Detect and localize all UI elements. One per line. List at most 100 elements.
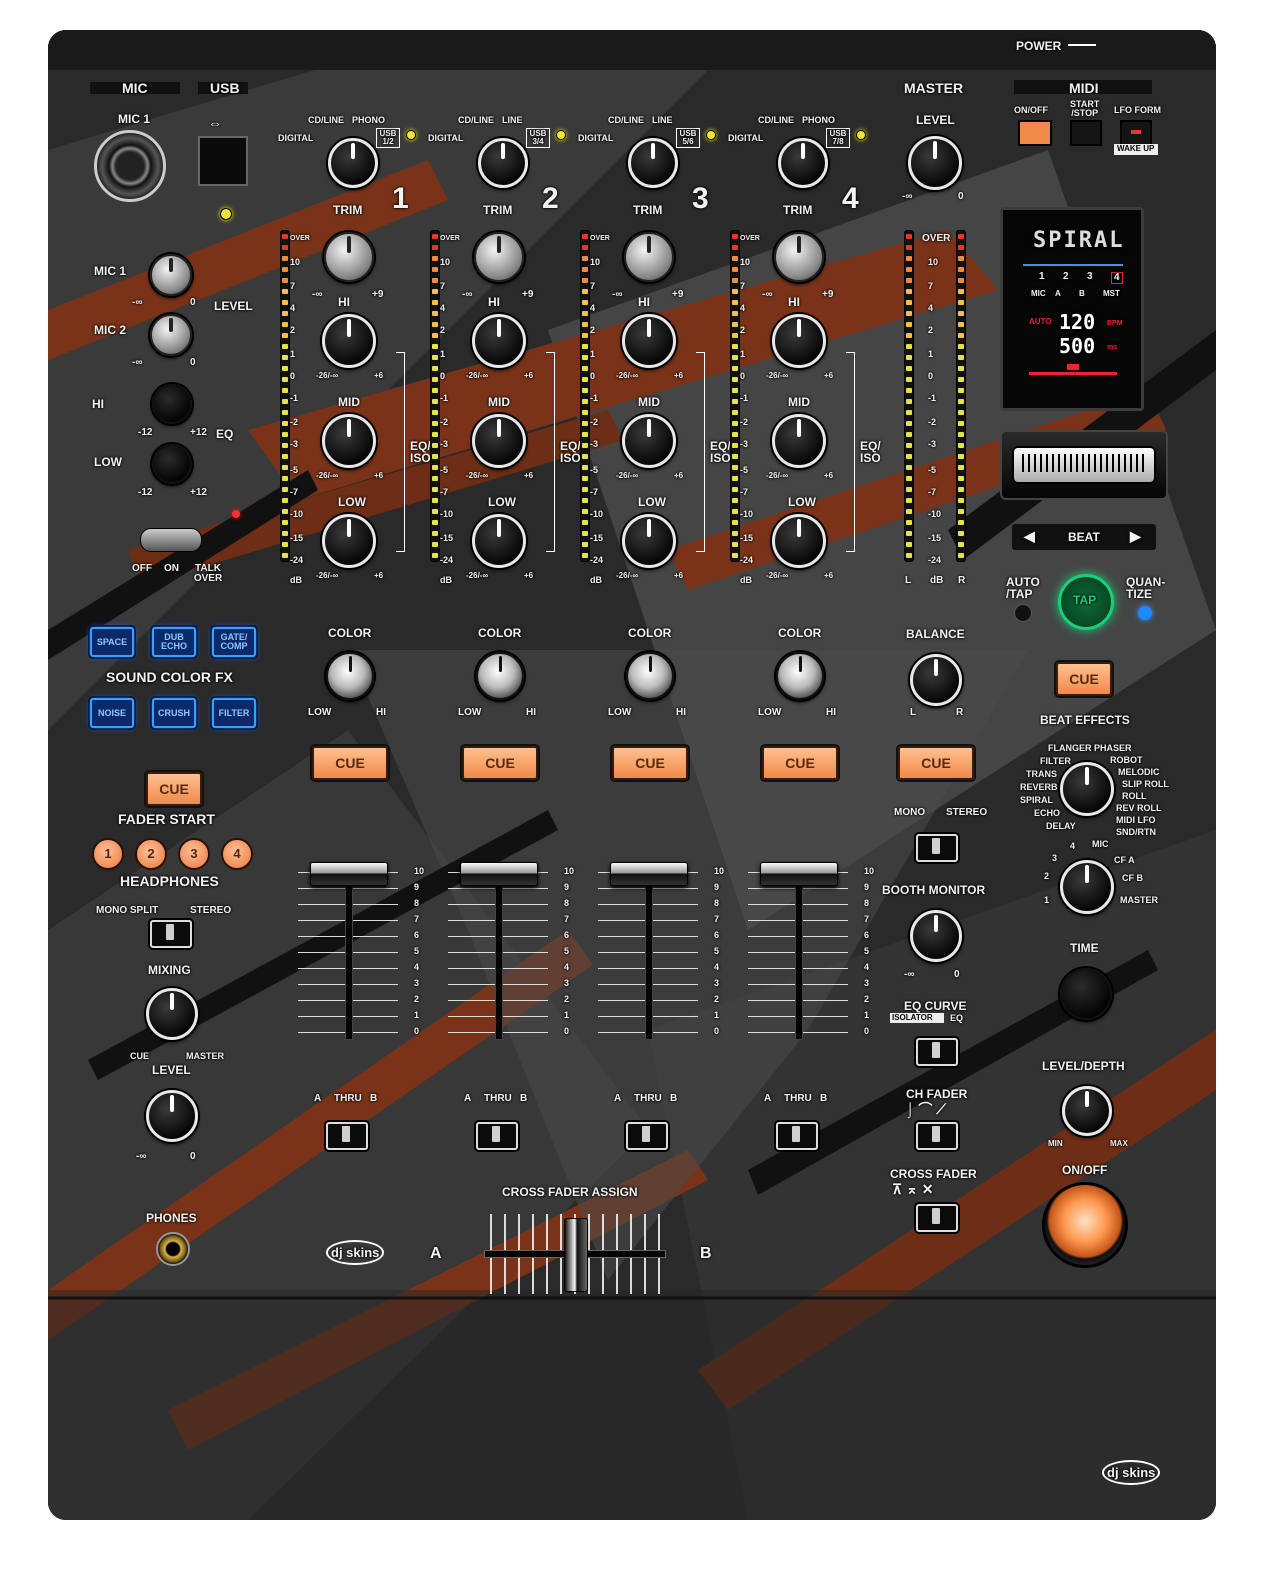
trim-knob[interactable] [474,232,524,282]
eq-hi-knob[interactable] [622,314,676,368]
input-selector-knob[interactable] [478,138,528,188]
eq-mid-knob[interactable] [472,414,526,468]
mic-low-knob[interactable] [152,444,192,484]
fader-start-button[interactable]: 2 [135,838,167,870]
mic1-level-knob[interactable] [150,254,192,296]
mic-hi-knob[interactable] [152,384,192,424]
master-level-knob[interactable] [908,136,962,190]
sound-color-fx-button[interactable]: DUB ECHO [152,627,196,657]
tap-button[interactable]: TAP [1058,574,1114,630]
beat-left-button[interactable]: ◀ [1024,528,1035,544]
sound-color-fx-button[interactable]: SPACE [90,627,134,657]
lfo-form-button[interactable] [1120,120,1152,146]
color-fx-knob[interactable] [776,652,824,700]
fader-start-button[interactable]: 3 [178,838,210,870]
fx-channel-option[interactable]: CF B [1122,873,1143,883]
beat-effect-option[interactable]: SPIRAL [1020,795,1054,805]
eq-mid-knob[interactable] [772,414,826,468]
eq-curve-switch[interactable] [916,1038,958,1066]
booth-monitor-knob[interactable] [910,910,962,962]
beat-effect-option[interactable]: TRANS [1026,769,1057,779]
channel-fader-knob[interactable] [760,862,838,886]
channel-fader-knob[interactable] [610,862,688,886]
trim-knob[interactable] [324,232,374,282]
crossfader-assign-switch[interactable] [326,1122,368,1150]
usb-port[interactable] [198,136,248,186]
fx-channel-option[interactable]: 1 [1044,895,1050,905]
left-cue-button[interactable]: CUE [146,772,202,806]
fx-time-knob[interactable] [1060,968,1112,1020]
channel-fader-knob[interactable] [460,862,538,886]
crossfader-assign-switch[interactable] [776,1122,818,1150]
ch-fader-curve-switch[interactable] [916,1122,958,1150]
beat-effect-option[interactable]: ECHO [1034,808,1061,818]
beat-right-button[interactable]: ▶ [1130,528,1141,544]
color-fx-knob[interactable] [326,652,374,700]
fx-channel-select-knob[interactable] [1060,860,1114,914]
fx-channel-option[interactable]: 3 [1052,853,1058,863]
beat-effect-option[interactable]: ROBOT [1110,755,1143,765]
beat-effect-option[interactable]: ROLL [1122,791,1147,801]
fx-channel-option[interactable]: 4 [1070,841,1076,851]
mono-stereo-switch[interactable] [916,834,958,862]
fx-cue-button[interactable]: CUE [1056,662,1112,696]
talkover-switch[interactable] [140,528,202,552]
midi-onoff-button[interactable] [1018,120,1052,146]
trim-knob[interactable] [624,232,674,282]
channel-cue-button[interactable]: CUE [612,746,688,780]
eq-low-knob[interactable] [472,514,526,568]
mic1-xlr-jack[interactable] [94,130,166,202]
color-fx-knob[interactable] [626,652,674,700]
channel-fader-knob[interactable] [310,862,388,886]
balance-knob[interactable] [910,654,962,706]
midi-start-stop-button[interactable] [1070,120,1102,146]
color-fx-knob[interactable] [476,652,524,700]
beat-select-wheel[interactable] [1012,446,1156,484]
channel-cue-button[interactable]: CUE [762,746,838,780]
cross-fader-curve-switch[interactable] [916,1204,958,1232]
beat-effect-option[interactable]: MELODIC [1118,767,1160,777]
fx-onoff-button[interactable] [1042,1182,1128,1268]
master-cue-button[interactable]: CUE [898,746,974,780]
crossfader-assign-switch[interactable] [626,1122,668,1150]
beat-effect-option[interactable]: REVERB [1020,782,1058,792]
beat-effect-option[interactable]: REV ROLL [1116,803,1162,813]
eq-low-knob[interactable] [622,514,676,568]
headphone-mixing-knob[interactable] [146,988,198,1040]
phones-jack[interactable] [156,1232,190,1266]
fader-start-button[interactable]: 4 [221,838,253,870]
mic2-level-knob[interactable] [150,314,192,356]
eq-low-knob[interactable] [322,514,376,568]
eq-mid-knob[interactable] [622,414,676,468]
eq-mid-knob[interactable] [322,414,376,468]
fx-channel-option[interactable]: 2 [1044,871,1050,881]
crossfader-knob[interactable] [564,1218,588,1292]
channel-cue-button[interactable]: CUE [462,746,538,780]
headphone-level-knob[interactable] [146,1090,198,1142]
fx-channel-option[interactable]: MASTER [1120,895,1158,905]
sound-color-fx-button[interactable]: FILTER [212,698,256,728]
beat-effect-option[interactable]: PHASER [1094,743,1132,753]
input-selector-knob[interactable] [778,138,828,188]
auto-tap-button[interactable] [1014,604,1032,622]
fx-channel-option[interactable]: CF A [1114,855,1135,865]
beat-effects-select-knob[interactable] [1060,762,1114,816]
beat-effect-option[interactable]: MIDI LFO [1116,815,1156,825]
sound-color-fx-button[interactable]: GATE/ COMP [212,627,256,657]
beat-effect-option[interactable]: FILTER [1040,756,1071,766]
trim-knob[interactable] [774,232,824,282]
input-selector-knob[interactable] [328,138,378,188]
eq-hi-knob[interactable] [472,314,526,368]
input-selector-knob[interactable] [628,138,678,188]
sound-color-fx-button[interactable]: NOISE [90,698,134,728]
beat-effect-option[interactable]: SLIP ROLL [1122,779,1169,789]
fx-level-depth-knob[interactable] [1062,1086,1112,1136]
channel-cue-button[interactable]: CUE [312,746,388,780]
beat-effect-option[interactable]: SND/RTN [1116,827,1156,837]
eq-low-knob[interactable] [772,514,826,568]
beat-effect-option[interactable]: FLANGER [1048,743,1092,753]
eq-hi-knob[interactable] [322,314,376,368]
fader-start-button[interactable]: 1 [92,838,124,870]
fx-channel-option[interactable]: MIC [1092,839,1109,849]
crossfader-assign-switch[interactable] [476,1122,518,1150]
